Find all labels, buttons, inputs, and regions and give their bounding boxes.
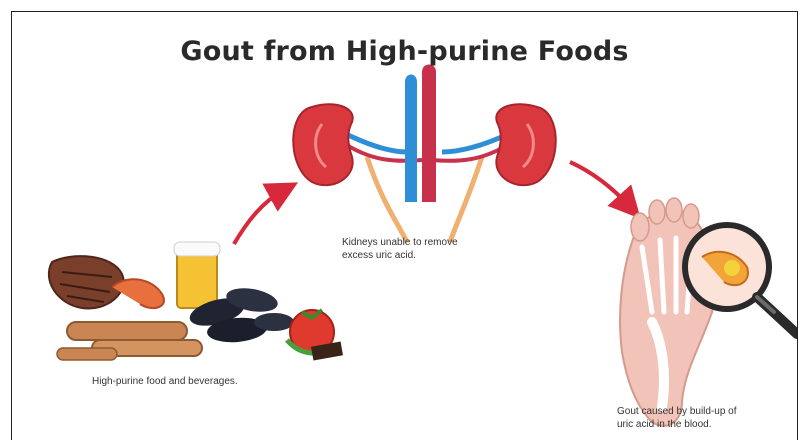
- kidneys-caption-line1: Kidneys unable to remove: [342, 236, 512, 249]
- kidneys-illustration: [293, 65, 556, 243]
- arrow-icon: [234, 190, 284, 244]
- gout-caption-line1: Gout caused by build-up of: [617, 405, 797, 418]
- kidneys-caption: Kidneys unable to remove excess uric aci…: [342, 236, 512, 262]
- arrow-icon: [570, 162, 630, 207]
- food-illustration: [49, 242, 343, 360]
- page-title: Gout from High-purine Foods: [12, 36, 797, 67]
- food-caption: High-purine food and beverages.: [92, 375, 322, 388]
- kidneys-caption-line2: excess uric acid.: [342, 249, 512, 262]
- diagram-frame: Gout from High-purine Foods Kidneys unab…: [11, 11, 798, 440]
- gout-caption-line2: uric acid in the blood.: [617, 418, 797, 431]
- gout-caption: Gout caused by build-up of uric acid in …: [617, 405, 797, 431]
